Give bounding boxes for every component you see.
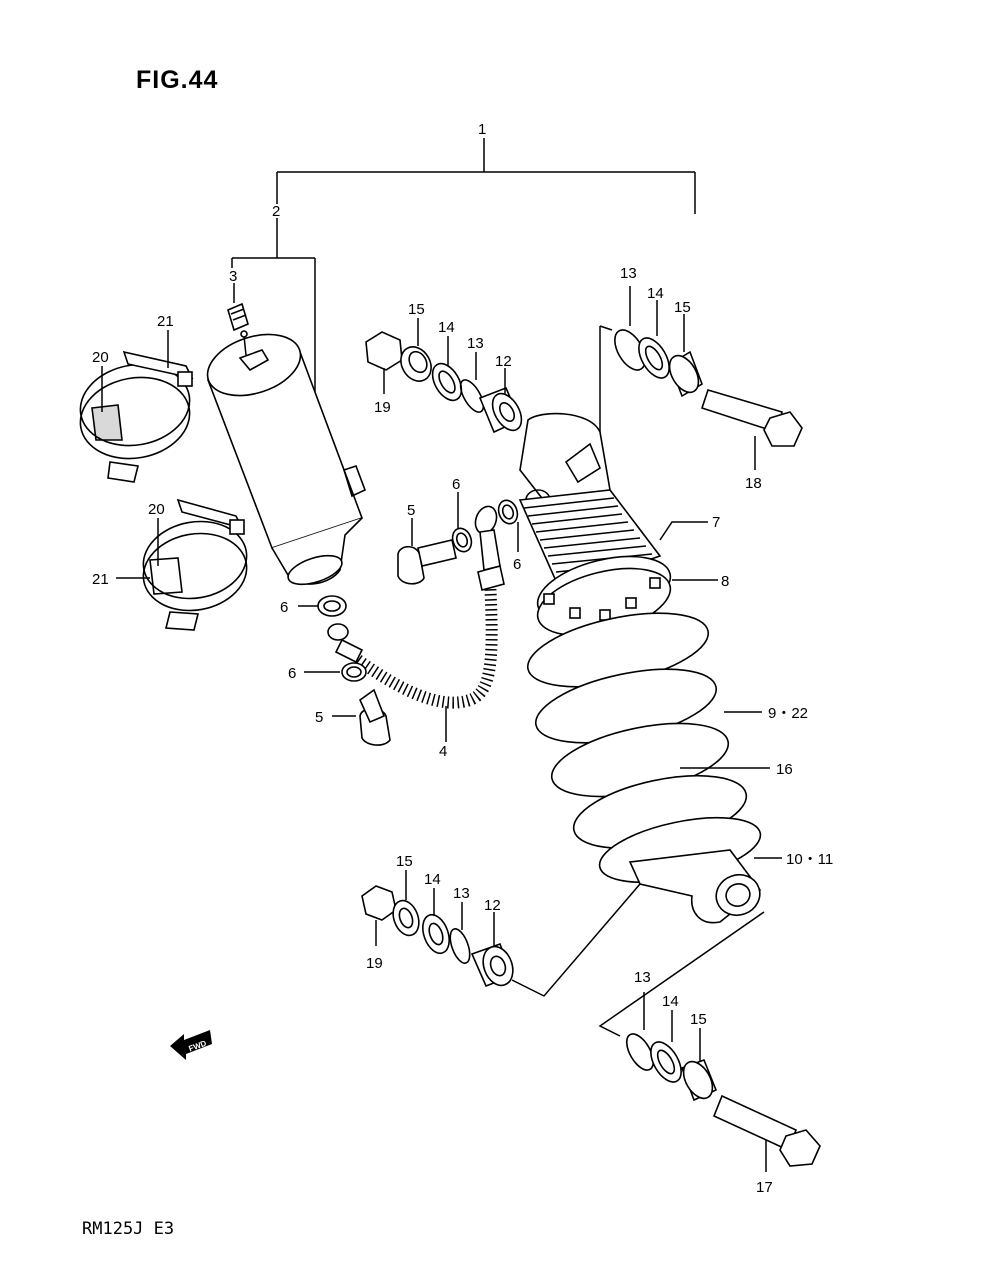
figure-title: FIG.44 (136, 66, 219, 94)
callout-12b: 12 (484, 897, 501, 914)
callout-14b: 14 (647, 285, 664, 302)
callout-10-11: 10・11 (786, 851, 833, 868)
leaders-lower-left (375, 870, 641, 997)
leaders-hose (298, 492, 519, 742)
callout-13d: 13 (634, 969, 651, 986)
callout-17: 17 (756, 1179, 773, 1196)
callout-13a: 13 (467, 335, 484, 352)
callout-12a: 12 (495, 353, 512, 370)
shock-absorber-body (518, 412, 762, 924)
callout-19b: 19 (366, 955, 383, 972)
reservoir-hose (327, 505, 505, 709)
callout-4: 4 (439, 743, 447, 760)
callout-15a: 15 (408, 301, 425, 318)
callout-2: 2 (272, 203, 280, 220)
callout-21a: 21 (157, 313, 174, 330)
clamp-upper (79, 350, 194, 483)
callout-labels: 1 2 3 4 5 5 6 6 6 6 7 8 9・22 10・11 12 12… (92, 121, 833, 1196)
coil-spring (526, 612, 762, 884)
callout-14d: 14 (662, 993, 679, 1010)
callout-6b: 6 (513, 556, 521, 573)
callout-6c: 6 (280, 599, 288, 616)
callout-6d: 6 (288, 665, 296, 682)
upper-left-hardware (365, 331, 523, 434)
washers-6 (317, 499, 519, 682)
callout-20a: 20 (92, 349, 109, 366)
callout-20b: 20 (148, 501, 165, 518)
upper-right-hardware (614, 329, 803, 447)
callout-19a: 19 (374, 399, 391, 416)
callout-5b: 5 (315, 709, 323, 726)
callout-15c: 15 (396, 853, 413, 870)
leaders-clamps (101, 330, 169, 579)
callout-7: 7 (712, 514, 720, 531)
model-code: RM125J E3 (82, 1219, 175, 1239)
callout-18: 18 (745, 475, 762, 492)
callout-15b: 15 (674, 299, 691, 316)
callout-9-22: 9・22 (768, 705, 808, 722)
callout-13b: 13 (620, 265, 637, 282)
leaders-shock (659, 521, 782, 859)
valve-cap (227, 302, 249, 332)
lower-left-hardware (361, 885, 514, 988)
banjo-bolts (358, 539, 457, 746)
callout-14c: 14 (424, 871, 441, 888)
assembly-bracket-1 (276, 138, 696, 214)
fwd-arrow-icon: FWD (170, 1030, 212, 1060)
clamp-lower (142, 498, 248, 631)
callout-5a: 5 (407, 502, 415, 519)
leaders-upper-left (383, 318, 506, 394)
lock-ring-notches (543, 577, 661, 621)
lower-right-hardware (625, 1033, 821, 1167)
callout-21b: 21 (92, 571, 109, 588)
callout-16: 16 (776, 761, 793, 778)
leaders-lower-right (598, 911, 767, 1172)
callout-14a: 14 (438, 319, 455, 336)
callout-6a: 6 (452, 476, 460, 493)
callout-15d: 15 (690, 1011, 707, 1028)
callout-13c: 13 (453, 885, 470, 902)
callout-3: 3 (229, 268, 237, 285)
reservoir-tank (206, 330, 367, 586)
assembly-bracket-2 (231, 218, 316, 392)
callout-1: 1 (478, 121, 486, 138)
callout-8: 8 (721, 573, 729, 590)
